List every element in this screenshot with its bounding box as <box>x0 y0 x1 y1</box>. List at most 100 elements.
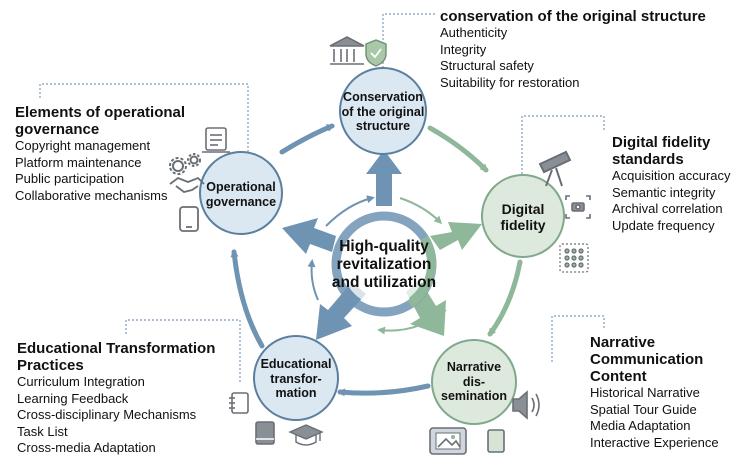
node-educational <box>253 335 339 421</box>
node-line: transfor- <box>270 371 322 386</box>
node-line: governance <box>205 194 277 209</box>
inner-loop-arrows <box>307 195 447 335</box>
block-title: standards <box>612 151 684 168</box>
inner-arrow-top-left <box>325 195 375 227</box>
block-title: Digital fidelity <box>612 134 711 151</box>
bank-icon <box>329 36 365 65</box>
node-line: dis- <box>462 374 486 389</box>
notebook-icon <box>229 392 249 414</box>
block-item: Structural safety <box>440 58 534 73</box>
scan-drone-icon <box>565 195 591 219</box>
radial-arrow-right <box>430 222 482 250</box>
block-title: Elements of operational <box>15 104 186 121</box>
node-digital <box>481 174 565 258</box>
node-label-educational: Educational transfor- mation <box>246 357 346 401</box>
block-title: Educational Transformation <box>17 340 216 357</box>
block-item: Copyright management <box>15 138 151 153</box>
telescope-icon <box>538 150 572 187</box>
document-list-icon <box>202 127 230 153</box>
block-item: Acquisition accuracy <box>612 168 731 183</box>
node-conservation <box>339 67 427 155</box>
block-item: Historical Narrative <box>590 385 700 400</box>
block-title: Content <box>590 368 647 385</box>
cycle-arrows <box>230 123 523 397</box>
phone-icon <box>487 429 505 453</box>
center-line: and utilization <box>331 274 437 291</box>
block-item: Update frequency <box>612 217 715 233</box>
node-operational <box>199 151 283 235</box>
block-conservation: conservation of the original structure A… <box>440 8 730 91</box>
book-icon <box>255 421 275 445</box>
block-narrative: Narrative Communication Content Historic… <box>590 334 734 451</box>
block-item: Suitability for restoration <box>440 74 580 90</box>
block-item: Integrity <box>440 41 487 57</box>
node-narrative <box>431 339 517 425</box>
gears-icon <box>169 153 201 175</box>
block-item: Collaborative mechanisms <box>15 187 168 203</box>
center-line: High-quality <box>339 238 429 255</box>
block-item: Semantic integrity <box>612 184 716 200</box>
arrow-narrative-to-educational <box>337 383 431 397</box>
leader-operational <box>39 83 249 160</box>
inner-ring-core <box>342 222 426 306</box>
node-line: mation <box>275 386 317 400</box>
inner-arrow-left <box>307 259 319 301</box>
block-operational: Elements of operational governance Copyr… <box>15 104 215 204</box>
block-educational: Educational Transformation Practices Cur… <box>17 340 237 457</box>
node-label-digital: Digital fidelity <box>473 201 573 233</box>
block-item: Curriculum Integration <box>17 374 145 389</box>
arrow-operational-to-conservation <box>279 123 335 155</box>
block-title: Communication <box>590 351 704 368</box>
graduation-cap-icon <box>288 424 324 446</box>
node-line: Conservation <box>343 90 423 104</box>
block-title: conservation of the original structure <box>440 8 706 25</box>
inner-arrow-bottom <box>377 309 447 335</box>
radial-arrows <box>282 150 482 340</box>
radial-arrow-up <box>366 150 402 206</box>
arrow-educational-to-operational <box>230 249 265 349</box>
node-line: structure <box>355 119 411 133</box>
block-item: Authenticity <box>440 25 508 40</box>
leader-conservation <box>382 13 436 68</box>
block-item: Learning Feedback <box>17 390 129 406</box>
node-label-conservation: Conservation of the original structure <box>333 90 433 134</box>
data-grid-icon <box>559 243 589 273</box>
block-item: Platform maintenance <box>15 154 142 170</box>
handshake-icon <box>169 176 205 193</box>
block-item: Archival correlation <box>612 201 723 216</box>
radial-arrow-up-left <box>282 218 336 254</box>
block-title: governance <box>15 121 100 138</box>
arrow-digital-to-narrative <box>487 259 523 337</box>
block-item: Spatial Tour Guide <box>590 401 697 417</box>
block-item: Cross-media Adaptation <box>17 440 156 455</box>
leader-narrative <box>551 315 605 362</box>
block-item: Public participation <box>15 171 125 186</box>
center-label: High-quality revitalization and utilizat… <box>314 238 454 292</box>
picture-frame-icon <box>429 427 467 455</box>
block-digital: Digital fidelity standards Acquisition a… <box>612 134 734 234</box>
leader-digital <box>521 115 605 190</box>
block-title: Practices <box>17 357 84 374</box>
block-item: Interactive Experience <box>590 434 719 450</box>
inner-arrow-top-right <box>399 197 443 225</box>
arrow-conservation-to-digital <box>427 125 489 173</box>
block-title: Narrative <box>590 334 656 351</box>
node-line: semination <box>441 389 507 403</box>
leader-educational <box>125 319 241 382</box>
center-line: revitalization <box>336 256 432 273</box>
node-line: Educational <box>260 357 332 371</box>
tablet-icon <box>179 206 199 232</box>
node-label-operational: Operational governance <box>191 180 291 209</box>
node-line: of the original <box>341 104 425 119</box>
block-item: Cross-disciplinary Mechanisms <box>17 407 197 422</box>
inner-ring-green <box>407 235 437 308</box>
speaker-icon <box>512 390 540 420</box>
node-line: Operational <box>206 180 276 194</box>
shield-icon <box>365 39 387 67</box>
node-label-narrative: Narrative dis- semination <box>424 360 524 404</box>
block-item: Task List <box>17 423 68 439</box>
node-line: fidelity <box>500 217 546 233</box>
block-item: Media Adaptation <box>590 418 691 433</box>
